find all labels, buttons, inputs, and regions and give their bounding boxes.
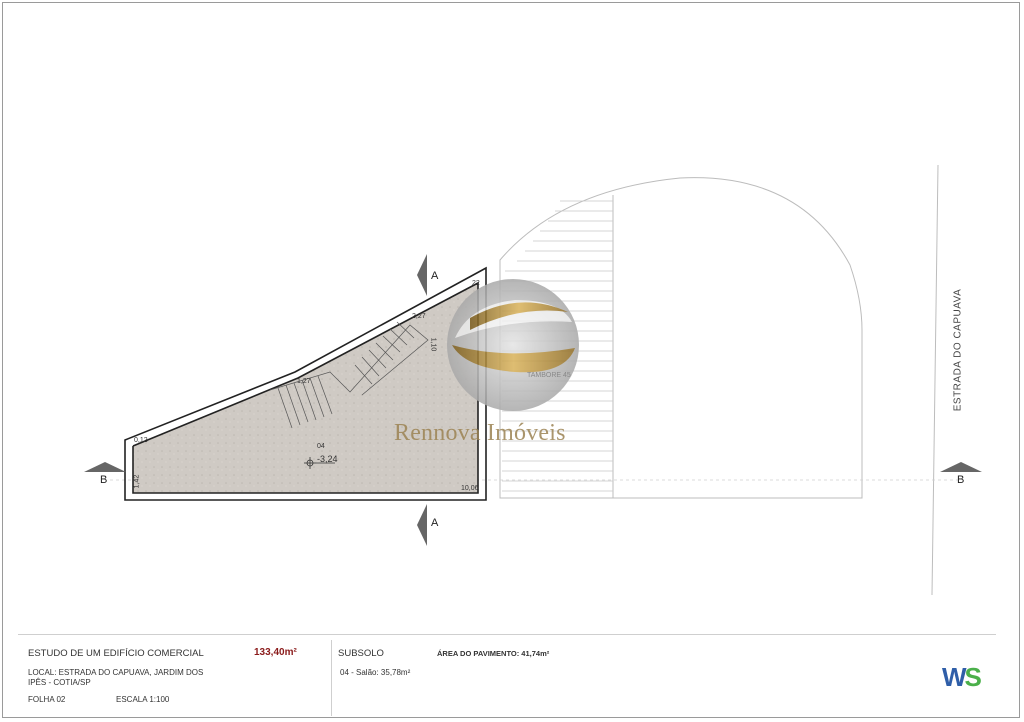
company-logo: WS bbox=[942, 662, 982, 693]
logo-s: S bbox=[964, 662, 982, 692]
location-line-2: IPÊS - COTIA/SP bbox=[28, 678, 91, 687]
dim-corner-right: 22 bbox=[472, 280, 480, 287]
dim-stair-width: 1,10 bbox=[429, 337, 437, 352]
dim-bottom: 10,06 bbox=[461, 485, 479, 492]
footer-divider bbox=[18, 634, 996, 635]
section-label-a-top: A bbox=[431, 270, 439, 282]
room-level: -3,24 bbox=[317, 454, 338, 464]
scale-label: ESCALA 1:100 bbox=[116, 695, 170, 704]
logo-w: W bbox=[942, 662, 967, 692]
watermark-logo-icon bbox=[447, 279, 579, 411]
road-label: ESTRADA DO CAPUAVA bbox=[952, 288, 964, 412]
dim-left-wall-top: 0,12 bbox=[134, 437, 148, 444]
footer-column-divider bbox=[331, 640, 332, 716]
section-marker-b-left bbox=[84, 462, 126, 472]
section-marker-a-bottom bbox=[417, 504, 427, 546]
sheet-number: FOLHA 02 bbox=[28, 695, 66, 704]
stairs bbox=[269, 321, 429, 429]
room-number: 04 bbox=[317, 443, 325, 450]
section-label-a-bottom: A bbox=[431, 517, 439, 529]
section-label-b-right: B bbox=[957, 474, 965, 486]
dim-stair-left: 1,27 bbox=[297, 378, 311, 385]
dim-left-wall-side: 1,42 bbox=[133, 474, 141, 489]
watermark-text: Rennova Imóveis bbox=[394, 420, 566, 446]
section-label-b-left: B bbox=[100, 474, 108, 486]
level-marker bbox=[304, 457, 335, 469]
room-schedule-item: 04 - Salão: 35,78m² bbox=[340, 668, 411, 677]
section-marker-a-top bbox=[417, 254, 427, 296]
upper-floor-outline bbox=[499, 177, 863, 499]
road-line bbox=[931, 164, 939, 596]
section-marker-b-right bbox=[940, 462, 982, 472]
room-floor bbox=[133, 283, 478, 493]
location-line-1: LOCAL: ESTRADA DO CAPUAVA, JARDIM DOS bbox=[28, 668, 204, 677]
floor-name: SUBSOLO bbox=[338, 648, 384, 659]
watermark-small-text: TAMBORE 45 bbox=[527, 372, 571, 379]
dim-top-right: 2,27 bbox=[412, 313, 426, 320]
floor-area: ÁREA DO PAVIMENTO: 41,74m² bbox=[437, 649, 550, 658]
total-area: 133,40m² bbox=[254, 647, 297, 658]
project-title: ESTUDO DE UM EDIFÍCIO COMERCIAL bbox=[28, 648, 204, 659]
